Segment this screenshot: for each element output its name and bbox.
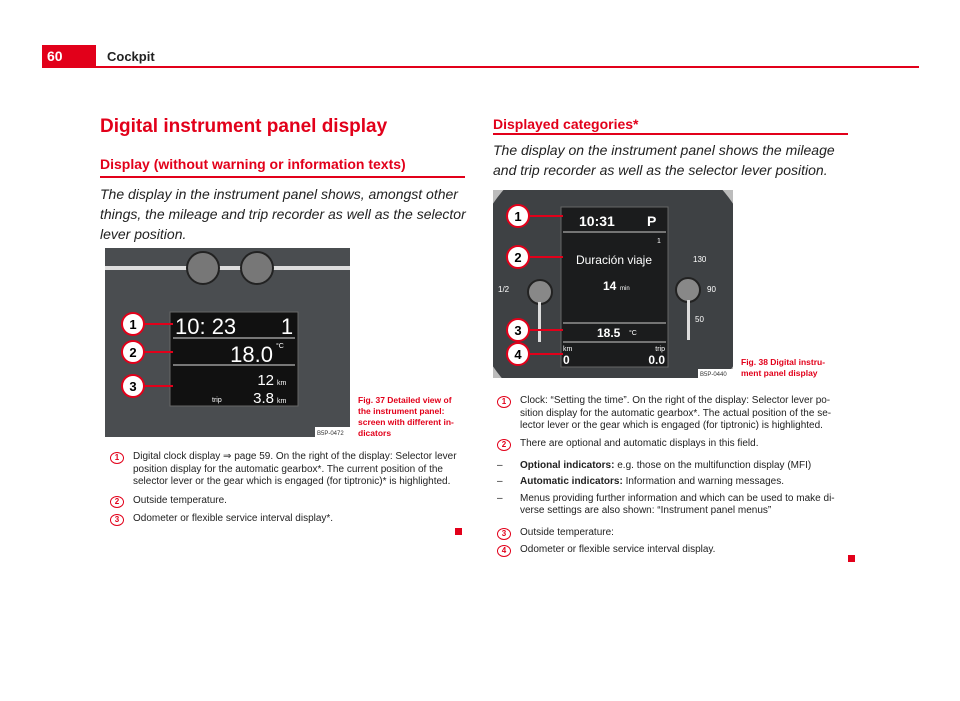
fuel-half-label: 1/2: [498, 285, 510, 294]
clock-readout: 10: 23: [175, 314, 236, 339]
page-number: 60: [42, 45, 96, 68]
temp-readout: 18.0: [230, 342, 273, 367]
temp-gauge-50: 50: [695, 315, 704, 324]
heading-rule: [493, 133, 848, 135]
bullet-item: –Automatic indicators: Information and w…: [497, 476, 784, 487]
figure-caption: Fig. 37 Detailed view of the instrument …: [358, 395, 454, 438]
figure-37: 10: 23 1 18.0 °C 12 km trip 3.8 km 1 2 3…: [105, 248, 350, 437]
temp-gauge-130: 130: [693, 255, 707, 264]
trip-readout: 3.8: [253, 390, 274, 407]
trip-readout: 0.0: [648, 353, 665, 367]
odometer-readout: 12: [257, 372, 274, 389]
temp-gauge-90: 90: [707, 285, 716, 294]
gear-readout: 1: [281, 314, 293, 339]
figure-caption: Fig. 38 Digital instru-ment panel displa…: [741, 357, 826, 378]
callout-4: 4: [506, 342, 563, 366]
odometer-readout: 0: [563, 353, 570, 367]
end-marker: [455, 528, 462, 535]
trip-label: trip: [212, 397, 222, 404]
figure-code: B5P-0472: [317, 431, 344, 437]
intro-text: The display on the instrument panel show…: [493, 142, 835, 178]
figure-code: B5P-0440: [700, 372, 727, 378]
header-rule: [96, 66, 919, 68]
bullet-item: –Optional indicators: e.g. those on the …: [497, 459, 812, 471]
svg-text:4: 4: [514, 347, 522, 362]
section-title: Cockpit: [107, 49, 155, 64]
trip-label: trip: [655, 346, 665, 353]
svg-text:1: 1: [129, 317, 136, 332]
svg-text:3: 3: [129, 379, 136, 394]
callout-2: 2: [506, 245, 563, 269]
clock-readout: 10:31: [579, 213, 615, 229]
temp-unit: °C: [276, 342, 284, 350]
callout-3: 3: [121, 374, 173, 398]
svg-text:3: 3: [514, 323, 521, 338]
message-text: Duración viaje: [576, 253, 652, 267]
small-indicator: 1: [657, 238, 661, 245]
duration-unit: min: [620, 286, 630, 292]
temp-readout: 18.5: [597, 326, 621, 340]
subtitle-rule: [100, 176, 465, 178]
km-label: km: [563, 346, 573, 353]
svg-text:2: 2: [129, 345, 136, 360]
gear-readout: P: [647, 213, 656, 229]
end-marker: [848, 555, 855, 562]
bullet-item: –Menus providing further information and…: [497, 492, 835, 517]
figure-38: 10:31 P 1 Duración viaje 14 min 18.5 °C …: [493, 190, 733, 378]
callout-2: 2: [121, 340, 173, 364]
callout-1: 1: [506, 204, 563, 228]
callout-3: 3: [506, 318, 563, 342]
duration-readout: 14: [603, 279, 617, 293]
trip-unit: km: [277, 398, 287, 405]
page-title: Digital instrument panel display: [100, 116, 388, 137]
intro-text: The display in the instrument panel show…: [100, 186, 466, 242]
svg-text:1: 1: [514, 209, 521, 224]
section-heading: Displayed categories*: [493, 116, 639, 132]
svg-text:2: 2: [514, 250, 521, 265]
temp-unit: °C: [629, 329, 637, 337]
odometer-unit: km: [277, 380, 287, 387]
callout-1: 1: [121, 312, 173, 336]
subtitle: Display (without warning or information …: [100, 156, 406, 172]
